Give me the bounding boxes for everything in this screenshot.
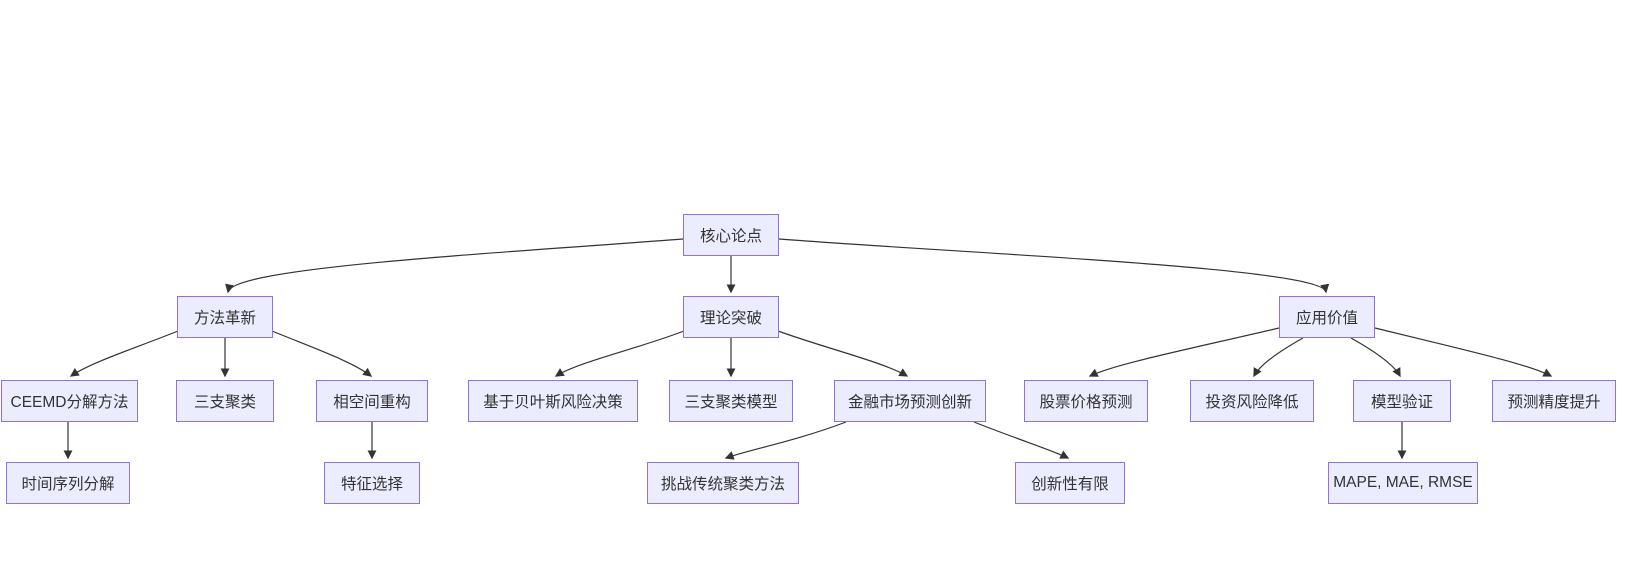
node-method-innovation: 方法革新 xyxy=(177,296,273,338)
node-investment-risk-reduction: 投资风险降低 xyxy=(1190,380,1314,422)
edge-method-to-phase xyxy=(271,330,373,377)
node-prediction-accuracy-improvement: 预测精度提升 xyxy=(1492,380,1616,422)
edge-theory-to-fin xyxy=(777,330,909,377)
node-model-validation: 模型验证 xyxy=(1353,380,1451,422)
node-theory-breakthrough: 理论突破 xyxy=(683,296,779,338)
edge-application-to-stock xyxy=(1088,327,1280,377)
node-limited-innovation: 创新性有限 xyxy=(1015,462,1125,504)
edge-application-to-invest xyxy=(1253,337,1304,378)
node-application-value: 应用价值 xyxy=(1279,296,1375,338)
node-bayesian-risk-decision: 基于贝叶斯风险决策 xyxy=(468,380,638,422)
node-stock-price-prediction: 股票价格预测 xyxy=(1024,380,1148,422)
edge-theory-to-bayes xyxy=(554,330,685,377)
node-challenge-traditional-clustering: 挑战传统聚类方法 xyxy=(647,462,799,504)
node-time-series-decomposition: 时间序列分解 xyxy=(6,462,130,504)
node-three-way-clustering: 三支聚类 xyxy=(176,380,274,422)
node-financial-market-prediction-innovation: 金融市场预测创新 xyxy=(834,380,986,422)
node-evaluation-metrics: MAPE, MAE, RMSE xyxy=(1328,462,1478,504)
node-phase-space-reconstruction: 相空间重构 xyxy=(316,380,428,422)
node-ceemd-decomposition-method: CEEMD分解方法 xyxy=(1,380,138,422)
edge-application-to-precision xyxy=(1374,327,1553,377)
edge-fin-to-challenge xyxy=(724,421,847,460)
edge-core-to-method xyxy=(225,238,684,294)
edge-application-to-modelvalid xyxy=(1350,337,1401,378)
node-three-way-clustering-model: 三支聚类模型 xyxy=(669,380,793,422)
node-feature-selection: 特征选择 xyxy=(324,462,420,504)
edge-core-to-application xyxy=(778,238,1330,294)
edge-method-to-ceemd xyxy=(69,330,179,377)
node-core-argument: 核心论点 xyxy=(683,214,779,256)
edge-fin-to-limited xyxy=(973,421,1070,459)
